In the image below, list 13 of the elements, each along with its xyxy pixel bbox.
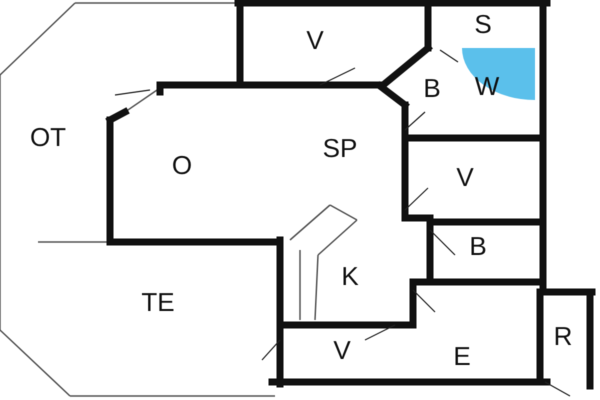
room-label: S xyxy=(474,11,492,37)
room-label: K xyxy=(341,263,359,289)
room-label: E xyxy=(453,343,471,369)
room-label: V xyxy=(306,27,324,53)
room-label: B xyxy=(423,75,441,101)
room-label: V xyxy=(456,164,474,190)
room-label: TE xyxy=(141,289,175,315)
room-label: OT xyxy=(30,124,66,150)
room-label: R xyxy=(554,323,572,349)
room-label: SP xyxy=(322,135,358,161)
room-label: O xyxy=(172,152,192,178)
room-label: V xyxy=(333,337,351,363)
room-label: B xyxy=(469,233,487,259)
